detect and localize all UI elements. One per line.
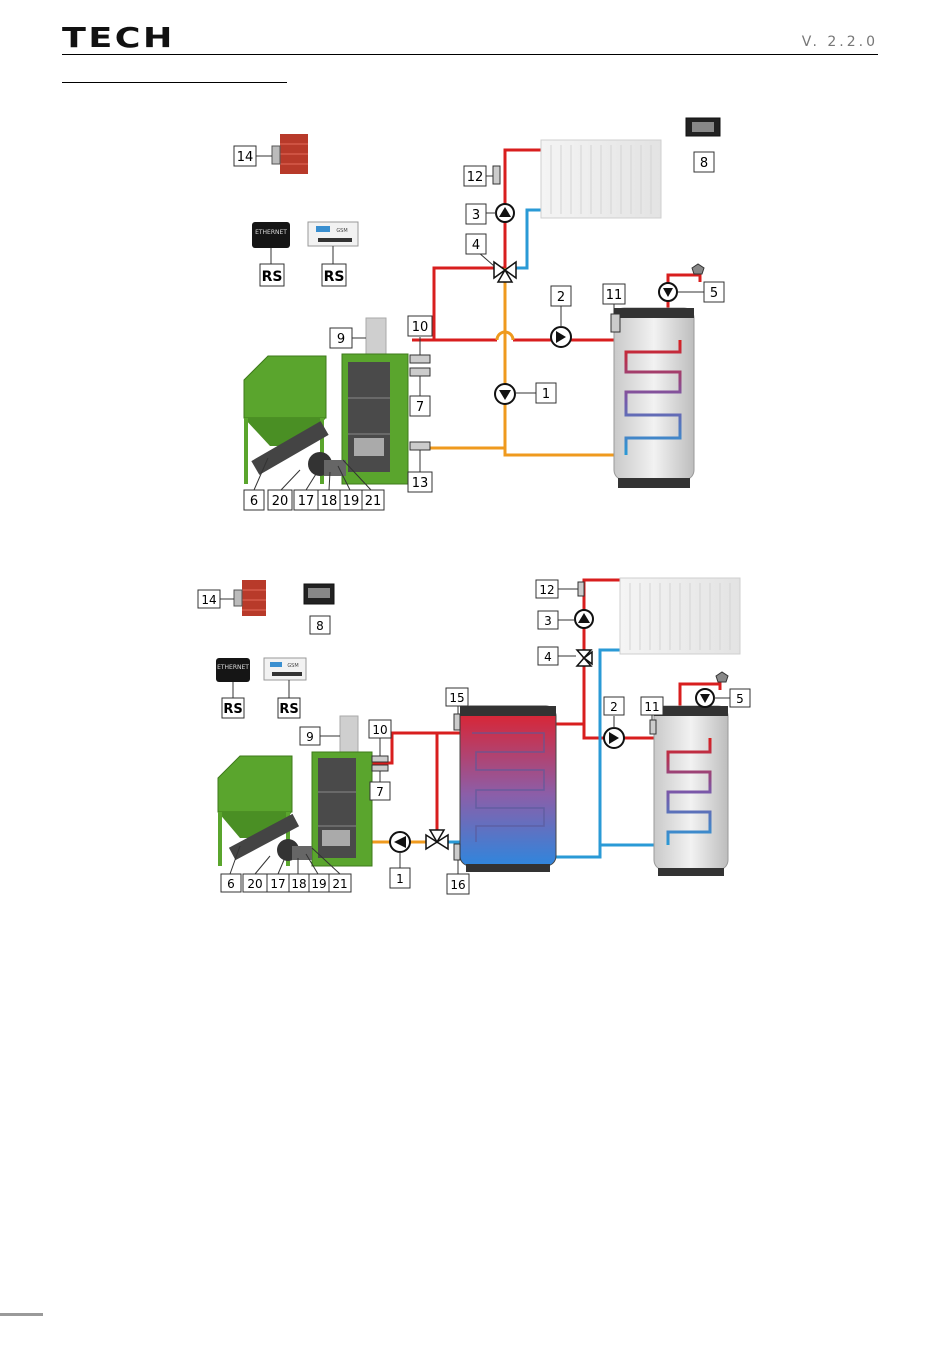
sensor-12-d2 xyxy=(578,582,584,596)
diagram-1: ETHERNET GSM xyxy=(234,118,724,510)
label-3: 3 xyxy=(472,208,480,223)
boiler-1 xyxy=(342,354,408,484)
radiator-2 xyxy=(620,578,740,654)
pump-5 xyxy=(659,283,677,301)
gsm-text-2: GSM xyxy=(287,663,298,669)
label-5: 5 xyxy=(710,286,718,301)
sensor-13 xyxy=(410,442,430,450)
label-11: 11 xyxy=(606,288,623,303)
label-rs-gsm: RS xyxy=(324,269,345,285)
label-20: 20 xyxy=(272,494,289,509)
label-rs-ethernet: RS xyxy=(262,269,283,285)
label-14: 14 xyxy=(237,150,254,165)
label-5-d2: 5 xyxy=(736,692,744,706)
label-4: 4 xyxy=(472,238,480,253)
ethernet-text: ETHERNET xyxy=(255,229,287,236)
mixing-valve-boiler xyxy=(426,830,448,849)
pump-3-d2 xyxy=(575,610,593,628)
diagram-2: ETHERNET GSM xyxy=(198,578,750,894)
ethernet-text-2: ETHERNET xyxy=(217,664,249,671)
label-8-d2: 8 xyxy=(316,619,324,633)
label-18: 18 xyxy=(321,494,338,509)
sensor-10 xyxy=(410,355,430,363)
external-sensor-2 xyxy=(234,580,266,616)
label-10-d2: 10 xyxy=(372,723,387,737)
radiator-1 xyxy=(541,140,661,218)
label-7: 7 xyxy=(416,400,424,415)
hot-water-tank-2 xyxy=(654,706,728,876)
pump-1 xyxy=(495,384,515,404)
pump-1-d2 xyxy=(390,832,410,852)
label-17: 17 xyxy=(298,494,315,509)
label-19: 19 xyxy=(343,494,360,509)
sensor-10-d2 xyxy=(372,756,388,762)
label-rs-gsm-d2: RS xyxy=(279,702,298,717)
flue-1 xyxy=(366,318,386,356)
gsm-text: GSM xyxy=(336,228,347,234)
label-12-d2: 12 xyxy=(539,583,554,597)
label-9-d2: 9 xyxy=(306,730,314,744)
pump-2-d2 xyxy=(604,728,624,748)
label-11-d2: 11 xyxy=(644,700,659,714)
sensor-12 xyxy=(493,166,500,184)
tap-icon-2 xyxy=(716,672,728,682)
external-sensor-1 xyxy=(272,134,308,174)
label-18-d2: 18 xyxy=(291,877,306,891)
sensor-16 xyxy=(454,844,460,860)
sensor-7-d2 xyxy=(372,765,388,771)
label-rs-ethernet-d2: RS xyxy=(223,702,242,717)
hot-water-tank-1 xyxy=(614,308,694,488)
flue-2 xyxy=(340,716,358,752)
sensor-15 xyxy=(454,714,460,730)
boiler-2 xyxy=(312,752,372,866)
label-17-d2: 17 xyxy=(270,877,285,891)
sensor-11-d2 xyxy=(650,720,656,734)
label-16: 16 xyxy=(450,878,465,892)
label-6: 6 xyxy=(250,494,258,509)
label-15: 15 xyxy=(449,691,464,705)
gsm-module-2 xyxy=(264,658,306,680)
label-4-d2: 4 xyxy=(544,650,552,664)
label-3-d2: 3 xyxy=(544,614,552,628)
label-10: 10 xyxy=(412,320,429,335)
label-1: 1 xyxy=(542,387,550,402)
buffer-tank xyxy=(460,706,556,872)
mixing-valve-4-d2 xyxy=(577,650,592,666)
sensor-7 xyxy=(410,368,430,376)
pump-2 xyxy=(551,327,571,347)
label-20-d2: 20 xyxy=(247,877,262,891)
label-2-d2: 2 xyxy=(610,700,618,714)
label-8: 8 xyxy=(700,156,708,171)
label-12: 12 xyxy=(467,170,484,185)
label-9: 9 xyxy=(337,332,345,347)
sensor-11 xyxy=(611,314,620,332)
label-2: 2 xyxy=(557,290,565,305)
label-19-d2: 19 xyxy=(311,877,326,891)
tap-icon xyxy=(692,264,704,274)
label-14-d2: 14 xyxy=(201,593,216,607)
label-21-d2: 21 xyxy=(332,877,347,891)
label-21: 21 xyxy=(365,494,382,509)
gsm-module xyxy=(308,222,358,246)
label-6-d2: 6 xyxy=(227,877,235,891)
fuel-hopper-2 xyxy=(218,756,312,866)
label-7-d2: 7 xyxy=(376,785,384,799)
fuel-hopper-1 xyxy=(244,356,346,484)
pump-5-d2 xyxy=(696,689,714,707)
pump-3 xyxy=(496,204,514,222)
label-13: 13 xyxy=(412,476,429,491)
label-1-d2: 1 xyxy=(396,872,404,886)
